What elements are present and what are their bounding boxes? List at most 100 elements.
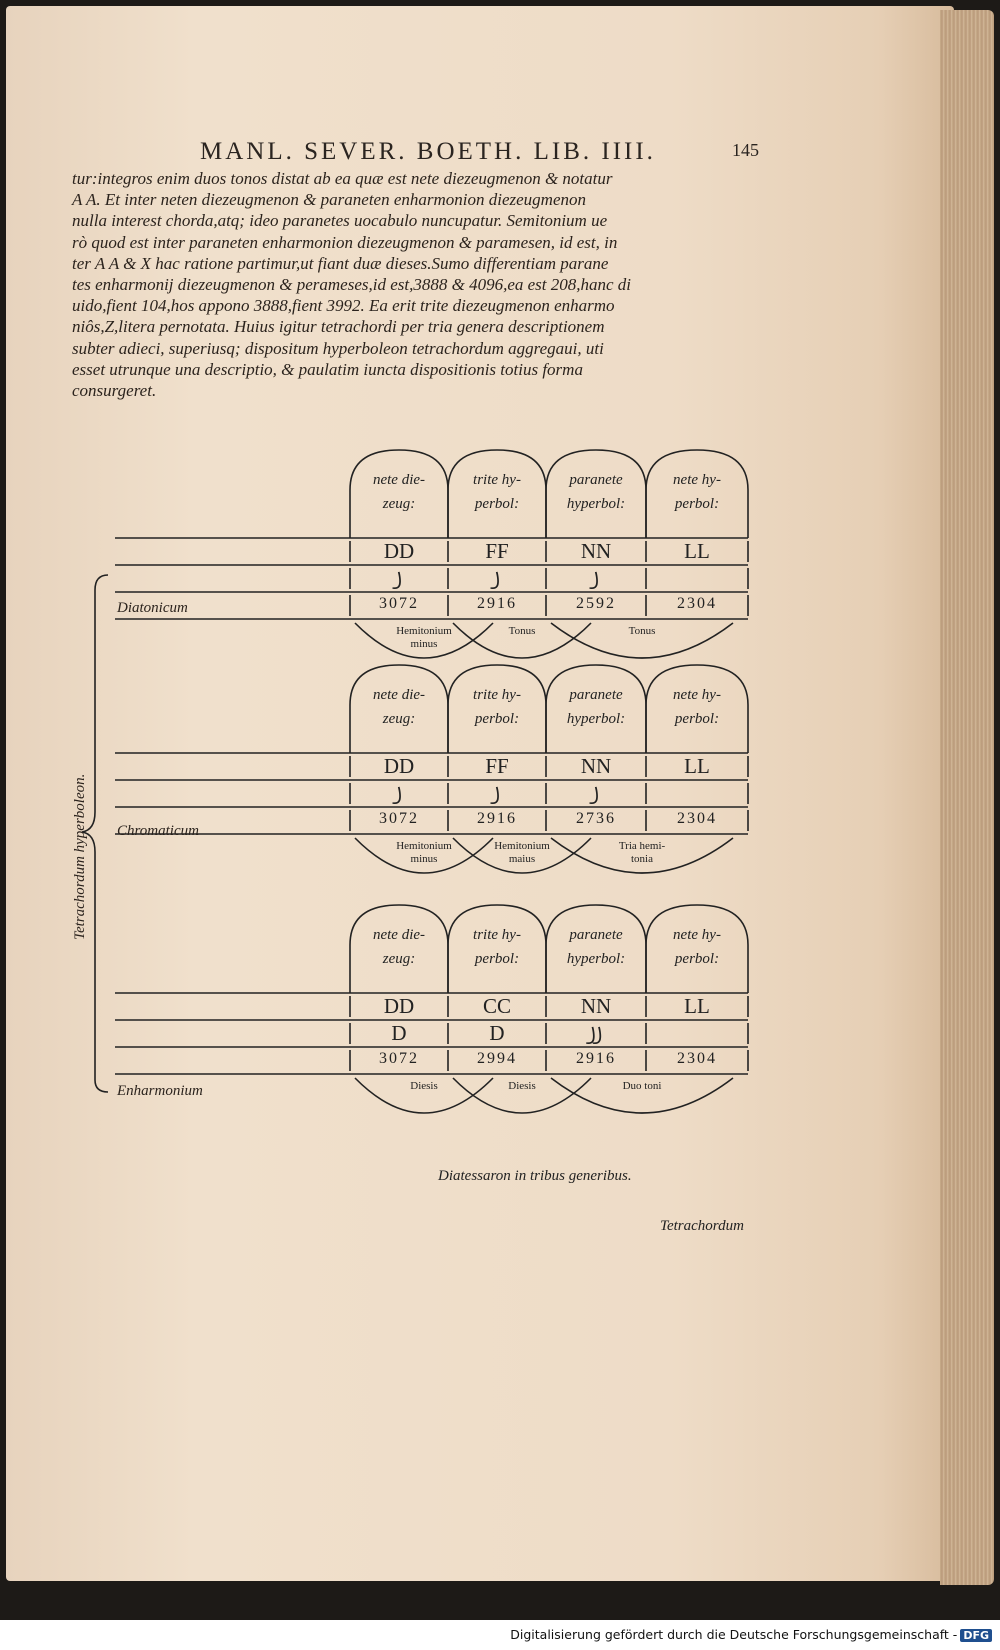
voice-label: nete die-zeug: xyxy=(350,923,448,971)
arch xyxy=(645,449,749,538)
voice-label: paranete hyperbol: xyxy=(546,923,646,971)
arch xyxy=(349,904,449,993)
letter-cell: LL xyxy=(684,539,710,563)
voice-label-line: nete die- xyxy=(372,687,426,703)
letter-cell: DD xyxy=(383,994,415,1018)
interval-arc xyxy=(354,622,494,659)
voice-label: nete die-zeug: xyxy=(350,468,448,516)
arch xyxy=(447,664,547,753)
voice-label-line: perbol: xyxy=(474,951,520,967)
voice-label-line: perbol: xyxy=(674,711,720,727)
voice-label-line: zeug: xyxy=(382,711,416,727)
text-line: A A. Et inter neten diezeugmenon & paran… xyxy=(72,190,587,210)
running-head: MANL. SEVER. BOETH. LIB. IIII. xyxy=(200,138,656,165)
mark-cell: D xyxy=(391,1021,407,1045)
number-cell: 3072 xyxy=(379,810,419,827)
interval-label-line: minus xyxy=(410,638,438,650)
number-cell: 2304 xyxy=(677,1050,717,1067)
text-line: uido,fient 104,hos appono 3888,fient 399… xyxy=(72,296,615,316)
voice-label: trite hy-perbol: xyxy=(448,468,546,516)
interval-arc xyxy=(354,837,494,874)
arch xyxy=(645,664,749,753)
interval-arc xyxy=(354,1077,494,1114)
mark-cell: ꠸꠸ xyxy=(589,1021,603,1045)
mark-cell: ꠸ xyxy=(395,566,403,590)
voice-label: trite hy-perbol: xyxy=(448,683,546,731)
mark-cell: ꠸ xyxy=(592,781,600,805)
interval-label: Diesis xyxy=(355,1080,493,1093)
voice-label: trite hy-perbol: xyxy=(448,923,546,971)
voice-label-line: perbol: xyxy=(474,711,520,727)
interval-label-line: Hemitonium xyxy=(494,840,550,852)
voice-label-line: nete die- xyxy=(372,927,426,943)
mark-cell: ꠸ xyxy=(592,566,600,590)
interval-label: Duo toni xyxy=(551,1080,733,1093)
number-cell: 2994 xyxy=(477,1050,517,1067)
number-cell: 2916 xyxy=(477,810,517,827)
text-line: subter adieci, superiusq; dispositum hyp… xyxy=(72,338,604,358)
text-line: esset utrunque una descriptio, & paulati… xyxy=(72,359,583,379)
voice-label-line: perbol: xyxy=(674,496,720,512)
interval-arc xyxy=(452,1077,592,1114)
voice-label-line: hyperbol: xyxy=(566,496,626,512)
voice-label-line: hyperbol: xyxy=(566,951,626,967)
voice-label-line: nete die- xyxy=(372,472,426,488)
genus-label: Enharmonium xyxy=(117,1083,203,1099)
book-page xyxy=(6,6,954,1581)
number-cell: 2592 xyxy=(576,595,616,612)
voice-label-line: nete hy- xyxy=(673,687,721,703)
interval-label: Tria hemi-tonia xyxy=(551,840,733,866)
voice-label-line: paranete xyxy=(569,472,623,488)
letter-cell: DD xyxy=(383,754,415,778)
arch xyxy=(545,449,647,538)
interval-arc xyxy=(550,622,734,659)
interval-label-line: Hemitonium xyxy=(396,625,452,637)
mark-cell: ꠸ xyxy=(395,781,403,805)
genus-label: Chromaticum xyxy=(117,823,199,839)
page-edges xyxy=(940,10,994,1585)
voice-label-line: perbol: xyxy=(474,496,520,512)
interval-arc xyxy=(550,1077,734,1114)
letter-cell: FF xyxy=(485,539,509,563)
genus-label: Diatonicum xyxy=(117,600,188,616)
interval-label-line: Diesis xyxy=(410,1080,438,1092)
voice-label: nete hy-perbol: xyxy=(646,468,748,516)
letter-cell: LL xyxy=(684,754,710,778)
interval-label-line: Hemitonium xyxy=(396,840,452,852)
voice-label-line: trite hy- xyxy=(473,687,521,703)
voice-label-line: paranete xyxy=(569,927,623,943)
digitization-credit: Digitalisierung gefördert durch die Deut… xyxy=(510,1627,992,1642)
folio-number: 145 xyxy=(732,140,759,160)
voice-label: nete hy-perbol: xyxy=(646,683,748,731)
arch xyxy=(545,904,647,993)
interval-label: Diesis xyxy=(453,1080,591,1093)
number-cell: 2304 xyxy=(677,810,717,827)
letter-cell: DD xyxy=(383,539,415,563)
voice-label-line: nete hy- xyxy=(673,927,721,943)
letter-cell: LL xyxy=(684,994,710,1018)
interval-arc xyxy=(550,837,734,874)
letter-cell: FF xyxy=(485,754,509,778)
number-cell: 2916 xyxy=(477,595,517,612)
figure-caption: Diatessaron in tribus generibus. xyxy=(438,1168,632,1184)
letter-cell: NN xyxy=(580,754,612,778)
voice-label-line: perbol: xyxy=(674,951,720,967)
voice-label-line: zeug: xyxy=(382,951,416,967)
text-line: tur:integros enim duos tonos distat ab e… xyxy=(72,169,613,188)
dfg-logo: DFG xyxy=(960,1629,992,1642)
voice-label: nete die-zeug: xyxy=(350,683,448,731)
interval-arc xyxy=(452,837,592,874)
text-line: consurgeret. xyxy=(72,381,157,401)
voice-label: nete hy-perbol: xyxy=(646,923,748,971)
interval-label-line: Tonus xyxy=(508,625,536,637)
arch xyxy=(645,904,749,993)
voice-label-line: trite hy- xyxy=(473,472,521,488)
voice-label-line: nete hy- xyxy=(673,472,721,488)
letter-cell: NN xyxy=(580,539,612,563)
arch xyxy=(447,449,547,538)
interval-label-line: minus xyxy=(410,853,438,865)
catchword: Tetrachordum xyxy=(660,1218,744,1234)
